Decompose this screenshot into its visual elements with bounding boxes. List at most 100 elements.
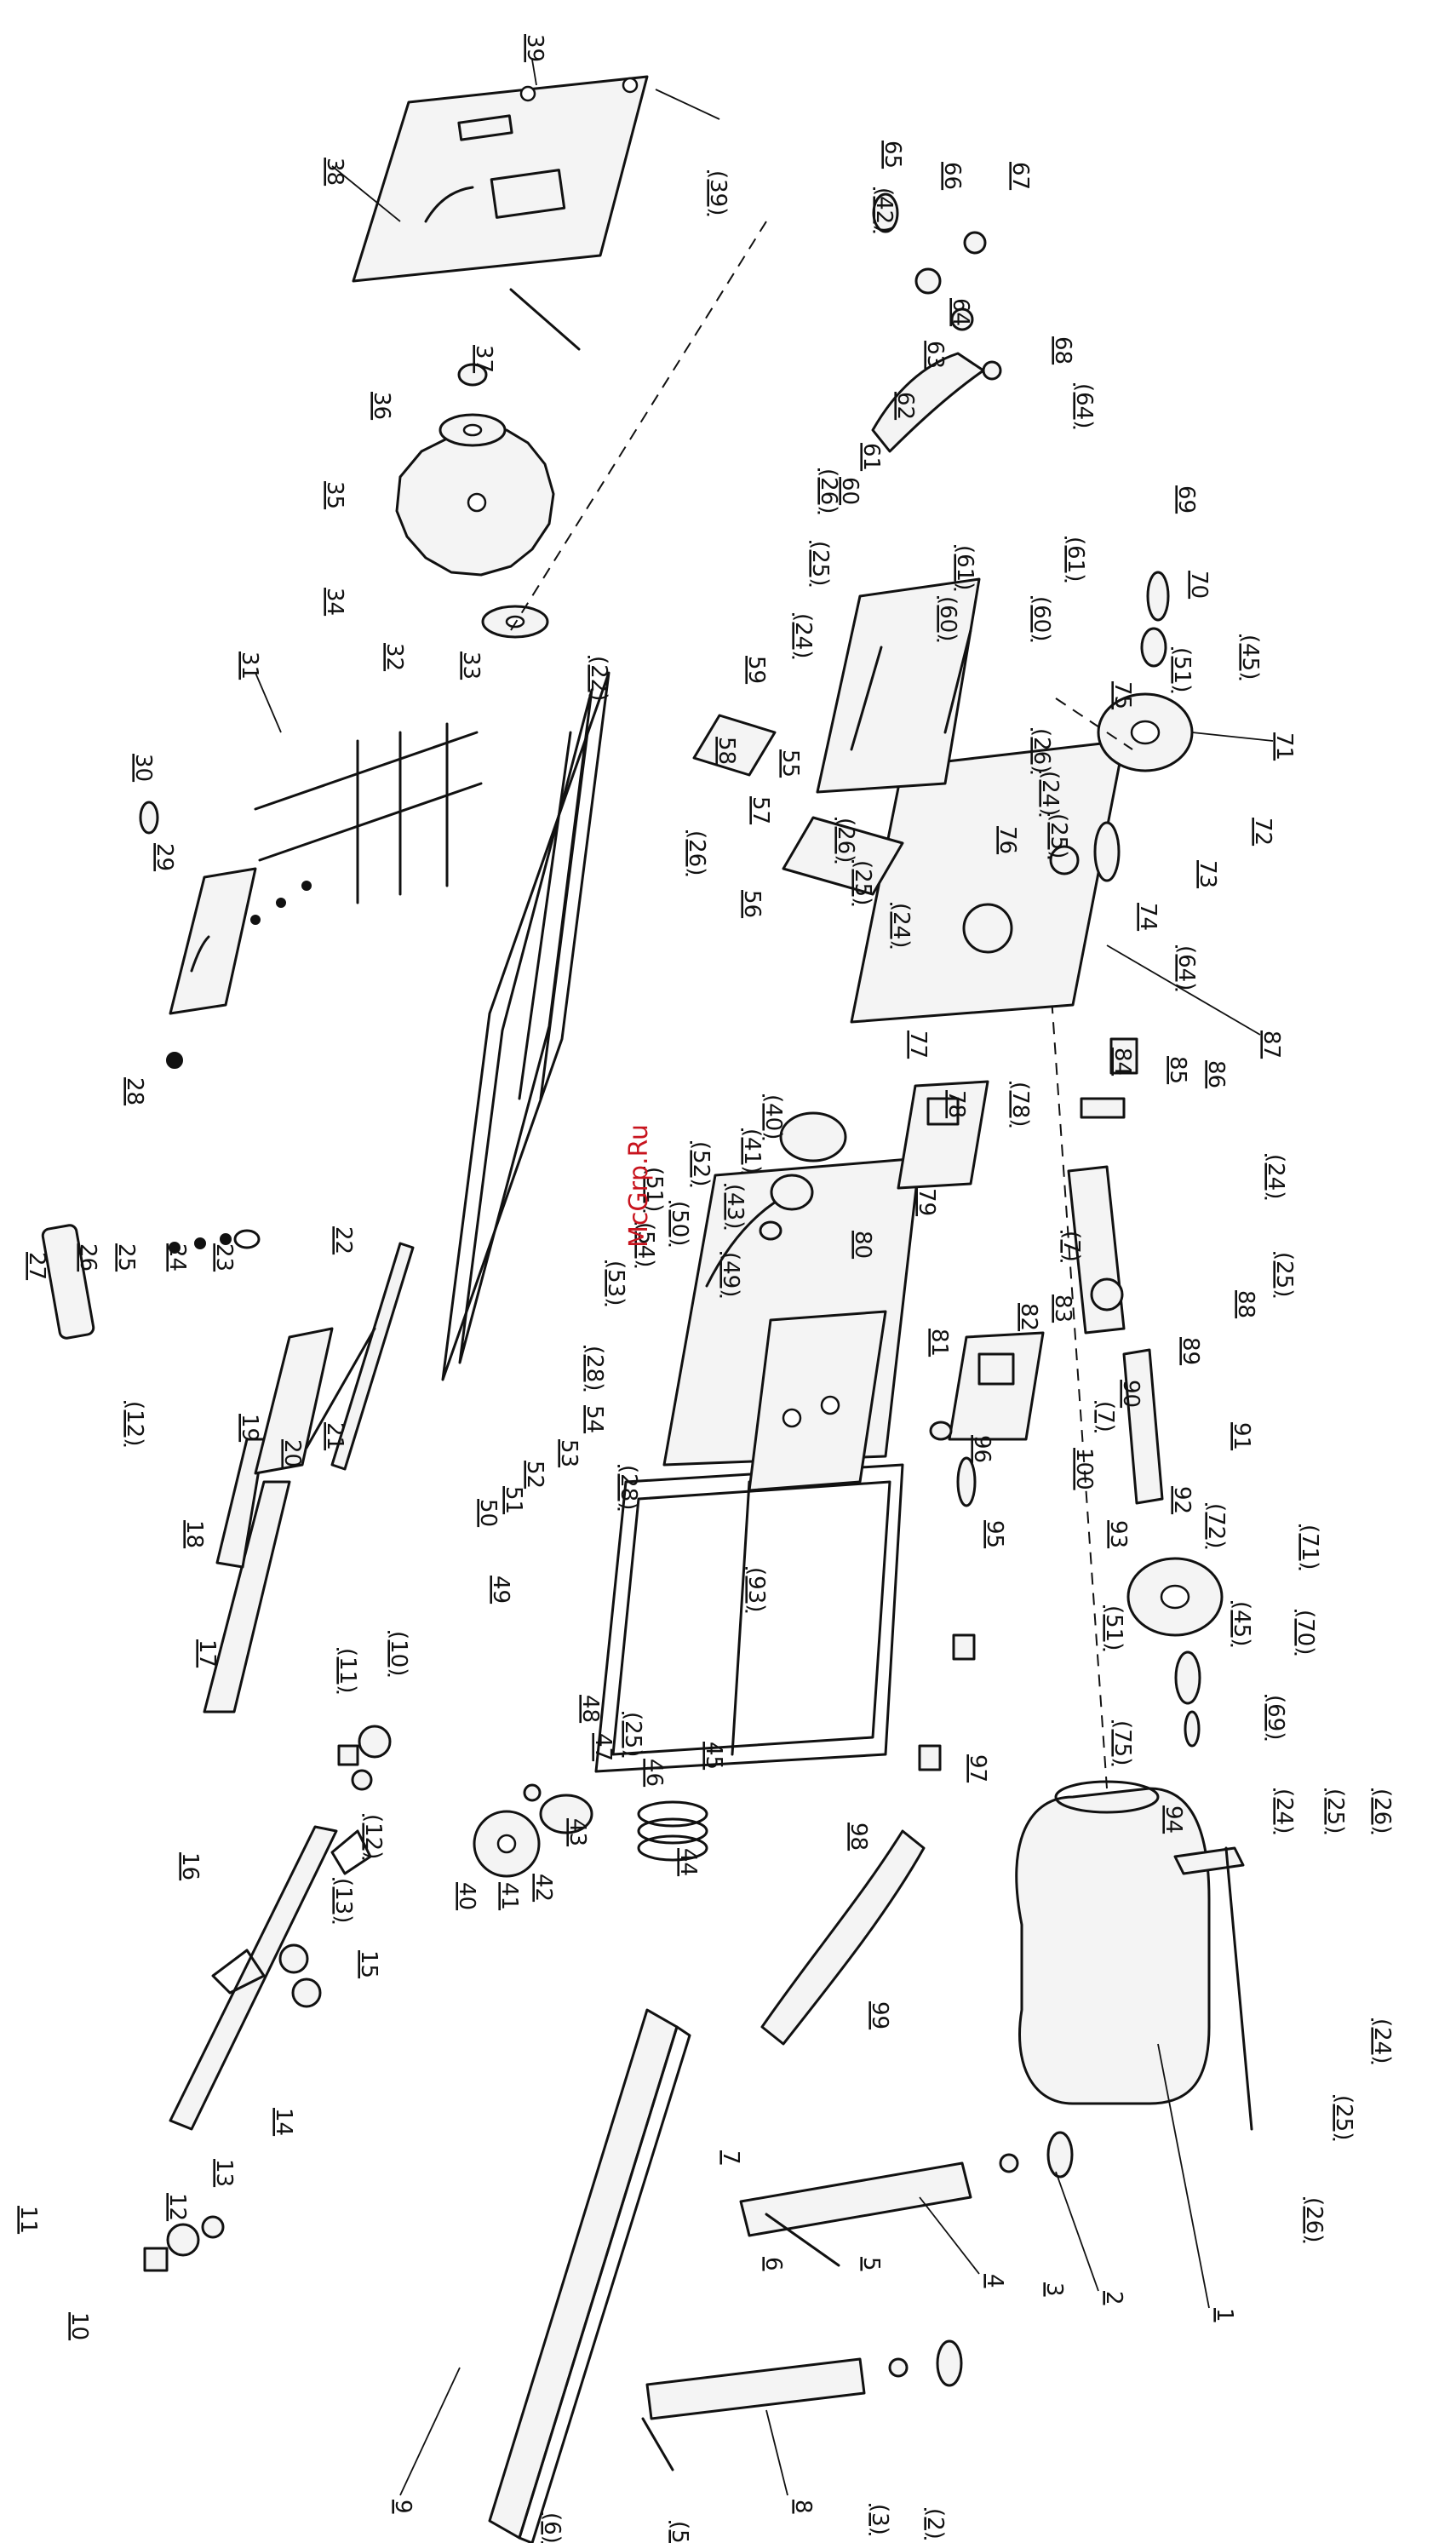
part-callout: 78 [943,1090,969,1118]
part-callout: (75) [1109,1720,1135,1765]
part-callout: 77 [905,1030,931,1059]
part-callout: 7 [718,2150,743,2165]
part-callout: (25) [1271,1252,1297,1297]
part-callout: 88 [1233,1290,1258,1318]
leg-4 [739,2131,1074,2267]
part-callout: (43) [722,1184,748,1229]
part-callout: (26) [833,818,858,863]
extension-table-9 [488,2008,691,2543]
part-callout: 32 [381,643,407,671]
part-callout: 83 [1050,1294,1075,1323]
part-callout: 84 [1109,1048,1135,1076]
part-callout: 6 [760,2257,786,2271]
trunnion-59 [816,577,981,794]
part-callout: 51 [501,1486,526,1514]
part-callout: 33 [458,652,484,680]
part-callout: 55 [777,749,803,778]
saw-housing [662,1157,921,1492]
part-callout: (25) [850,860,875,905]
part-callout: 73 [1195,860,1220,888]
part-callout: 65 [880,141,905,169]
part-callout: 72 [1250,818,1275,846]
part-callout: (11) [335,1648,360,1693]
part-callout: 24 [164,1243,190,1272]
part-callout: 50 [475,1499,501,1527]
part-callout: (24) [888,903,914,948]
part-callout: 9 [390,2500,416,2514]
part-callout: (52) [688,1141,714,1186]
part-callout: 45 [701,1742,726,1770]
part-callout: (24) [1037,771,1063,816]
part-callout: (45) [1237,634,1263,680]
part-callout: 44 [675,1848,701,1876]
part-callout: 63 [922,341,948,369]
part-callout: 74 [1135,903,1161,931]
part-callout: 42 [530,1874,556,1902]
part-callout: (26) [1369,1788,1395,1834]
part-callout: (78) [1007,1082,1033,1127]
miter-gauge-19 [41,1224,415,1475]
part-callout: (26) [684,830,709,875]
part-callout: 29 [152,843,177,871]
part-callout: 46 [641,1759,667,1787]
part-callout: 81 [926,1329,952,1357]
part-callout: 87 [1258,1030,1284,1059]
dust-chute-99 [760,1829,926,2046]
part-callout: (93) [743,1567,769,1612]
motor-bracket-94 [1173,1846,1253,2131]
part-callout: 54 [582,1405,607,1433]
part-callout: 52 [522,1461,547,1489]
part-callout: (39) [705,170,731,215]
part-callout: 27 [24,1252,49,1280]
part-callout: 28 [122,1077,147,1105]
part-callout: (54) [633,1222,658,1267]
part-callout: (41) [739,1128,765,1174]
part-callout: 36 [369,392,394,420]
part-callout: 17 [194,1639,220,1668]
part-callout: 53 [556,1439,582,1467]
part-callout: 30 [130,754,156,782]
part-callout: 18 [181,1520,207,1548]
part-callout: (24) [790,613,816,658]
part-callout: 98 [846,1823,871,1851]
table-frame-22 [441,221,767,1381]
part-callout: 14 [271,2108,296,2136]
part-callout: 96 [969,1435,995,1463]
part-callout: 47 [590,1733,616,1761]
part-callout: (5) [667,2521,692,2543]
part-callout: (72) [1203,1503,1229,1548]
part-callout: (25) [1331,2095,1356,2140]
plate-56 [782,816,904,896]
part-callout: (12) [360,1814,386,1859]
part-callout: 13 [211,2159,237,2187]
flange-34 [481,605,549,639]
part-callout: (60) [1029,596,1054,641]
part-callout: (49) [718,1252,743,1297]
part-callout: (24) [1271,1788,1297,1834]
part-callout: 82 [1016,1303,1041,1331]
part-callout: (50) [667,1201,692,1246]
part-callout: 10 [66,2312,92,2340]
part-callout: 68 [1050,336,1075,365]
part-callout: (26) [1029,728,1054,773]
part-callout: (10) [386,1631,411,1676]
part-callout: 5 [858,2257,884,2271]
part-callout: (60) [935,596,960,641]
part-callout: 70 [1186,571,1212,599]
part-callout: (51) [1101,1605,1126,1650]
part-callout: 34 [322,588,347,616]
part-callout: (25) [1322,1788,1348,1834]
part-callout: (26) [816,468,841,514]
fence-rail-14 [169,1825,372,2131]
part-callout: (61) [1063,537,1088,582]
part-callout: 94 [1161,1805,1186,1834]
handwheel-71 [1055,571,1194,882]
handwheel-71-lower [1126,1557,1224,1748]
part-callout: (40) [760,1094,786,1139]
part-callout: (42) [871,187,897,232]
part-callout: 8 [790,2500,816,2514]
part-callout: (6) [539,2512,565,2543]
part-callout: 60 [837,477,863,505]
part-callout: 11 [15,2206,41,2234]
